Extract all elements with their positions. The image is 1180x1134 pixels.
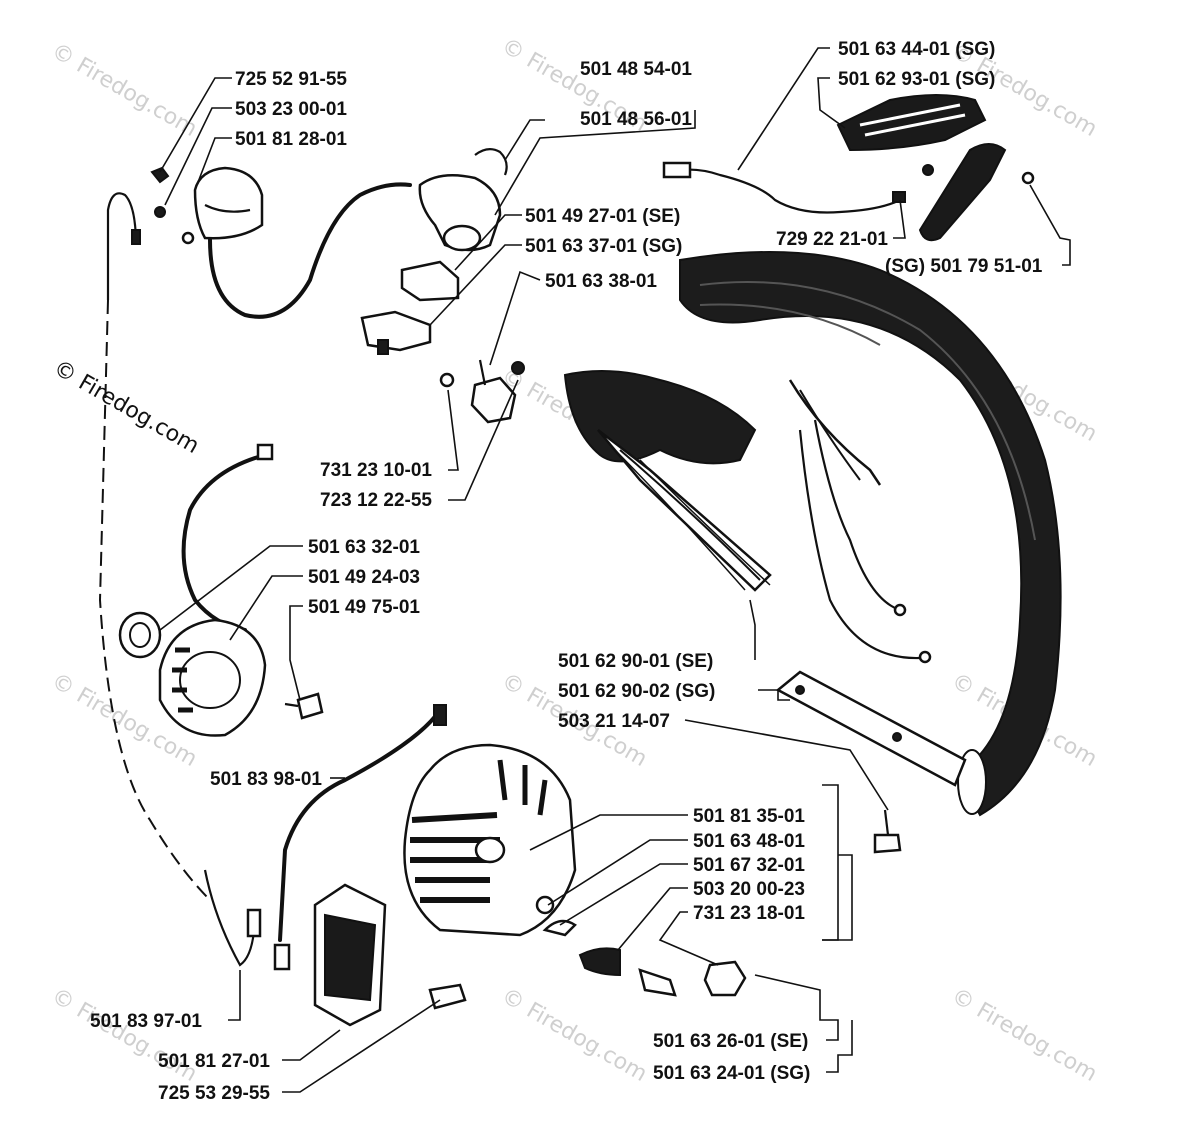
heater-element <box>836 94 987 176</box>
rear-handle-grip <box>563 370 772 592</box>
part-label: (SG) 501 79 51-01 <box>885 256 1043 277</box>
part-label: 501 62 93-01 (SG) <box>838 69 995 90</box>
wire-to-switch <box>208 182 412 319</box>
heater-cover <box>918 143 1035 242</box>
part-label: 501 67 32-01 <box>693 855 805 876</box>
part-label: 501 63 48-01 <box>693 831 805 852</box>
switch-contact <box>360 310 432 355</box>
stop-switch <box>418 148 508 252</box>
wire-terminal <box>892 191 906 203</box>
wire-end <box>273 943 291 971</box>
part-label: 501 63 32-01 <box>308 537 420 558</box>
part-label: 501 49 27-01 (SE) <box>525 206 680 227</box>
wire-terminal <box>131 229 141 245</box>
part-label: 501 81 28-01 <box>235 129 347 150</box>
ignition-coil-cover <box>181 166 264 245</box>
part-label: 501 81 27-01 <box>158 1051 270 1072</box>
dashed-wire <box>98 299 211 901</box>
flywheel <box>403 743 577 937</box>
hv-lead <box>181 453 267 632</box>
part-label: 501 63 38-01 <box>545 271 657 292</box>
handle-bracket <box>775 670 967 787</box>
part-label: 501 63 37-01 (SG) <box>525 236 682 257</box>
part-labels: 725 52 91-55 503 23 00-01 501 81 28-01 5… <box>90 39 1043 1104</box>
part-label: 503 20 00-23 <box>693 879 805 900</box>
starter-pawls <box>535 895 747 997</box>
wire-long <box>278 708 442 942</box>
front-handle <box>679 251 1062 817</box>
handle-screw <box>873 809 902 854</box>
part-label: 501 62 90-01 (SE) <box>558 651 713 672</box>
part-label: 501 81 35-01 <box>693 806 805 827</box>
handle-heater-wire <box>679 168 901 214</box>
spark-cap <box>256 443 274 461</box>
watermark: © Firedog.com <box>49 356 203 459</box>
spark-boot <box>118 611 162 659</box>
part-label: 501 48 54-01 <box>580 59 692 80</box>
watermark: © Firedog.com <box>47 39 201 142</box>
part-label: 501 83 97-01 <box>90 1011 202 1032</box>
coil-screw <box>284 692 324 720</box>
ground-wire <box>203 869 257 967</box>
part-label: 725 53 29-55 <box>158 1083 270 1104</box>
part-label: 503 23 00-01 <box>235 99 347 120</box>
part-label: 725 52 91-55 <box>235 69 347 90</box>
watermark: © Firedog.com <box>947 984 1101 1087</box>
part-label: 501 63 44-01 (SG) <box>838 39 995 60</box>
terminal-block <box>439 359 525 424</box>
leader-lines <box>159 47 1071 1093</box>
part-label: 501 63 26-01 (SE) <box>653 1031 808 1052</box>
part-label: 501 48 56-01 <box>580 109 692 130</box>
part-label: 731 23 10-01 <box>320 460 432 481</box>
ignition-coil <box>158 618 267 737</box>
ground-wire-top <box>106 192 138 300</box>
part-label: 501 83 98-01 <box>210 769 322 790</box>
part-label: 501 63 24-01 (SG) <box>653 1063 810 1084</box>
wire-end <box>433 704 447 726</box>
watermark: © Firedog.com <box>497 984 651 1087</box>
part-label: 501 62 90-02 (SG) <box>558 681 715 702</box>
screw-small <box>150 166 170 218</box>
part-label: 729 22 21-01 <box>776 229 888 250</box>
handle-inner-tubes <box>788 379 932 664</box>
wire-connector <box>662 161 692 179</box>
part-label: 731 23 18-01 <box>693 903 805 924</box>
part-label: 501 49 24-03 <box>308 567 420 588</box>
part-label: 503 21 14-07 <box>558 711 670 732</box>
ignition-module <box>313 883 467 1027</box>
part-label: 501 49 75-01 <box>308 597 420 618</box>
wire-end <box>246 908 262 938</box>
switch-clip <box>400 260 460 302</box>
part-label: 723 12 22-55 <box>320 490 432 511</box>
